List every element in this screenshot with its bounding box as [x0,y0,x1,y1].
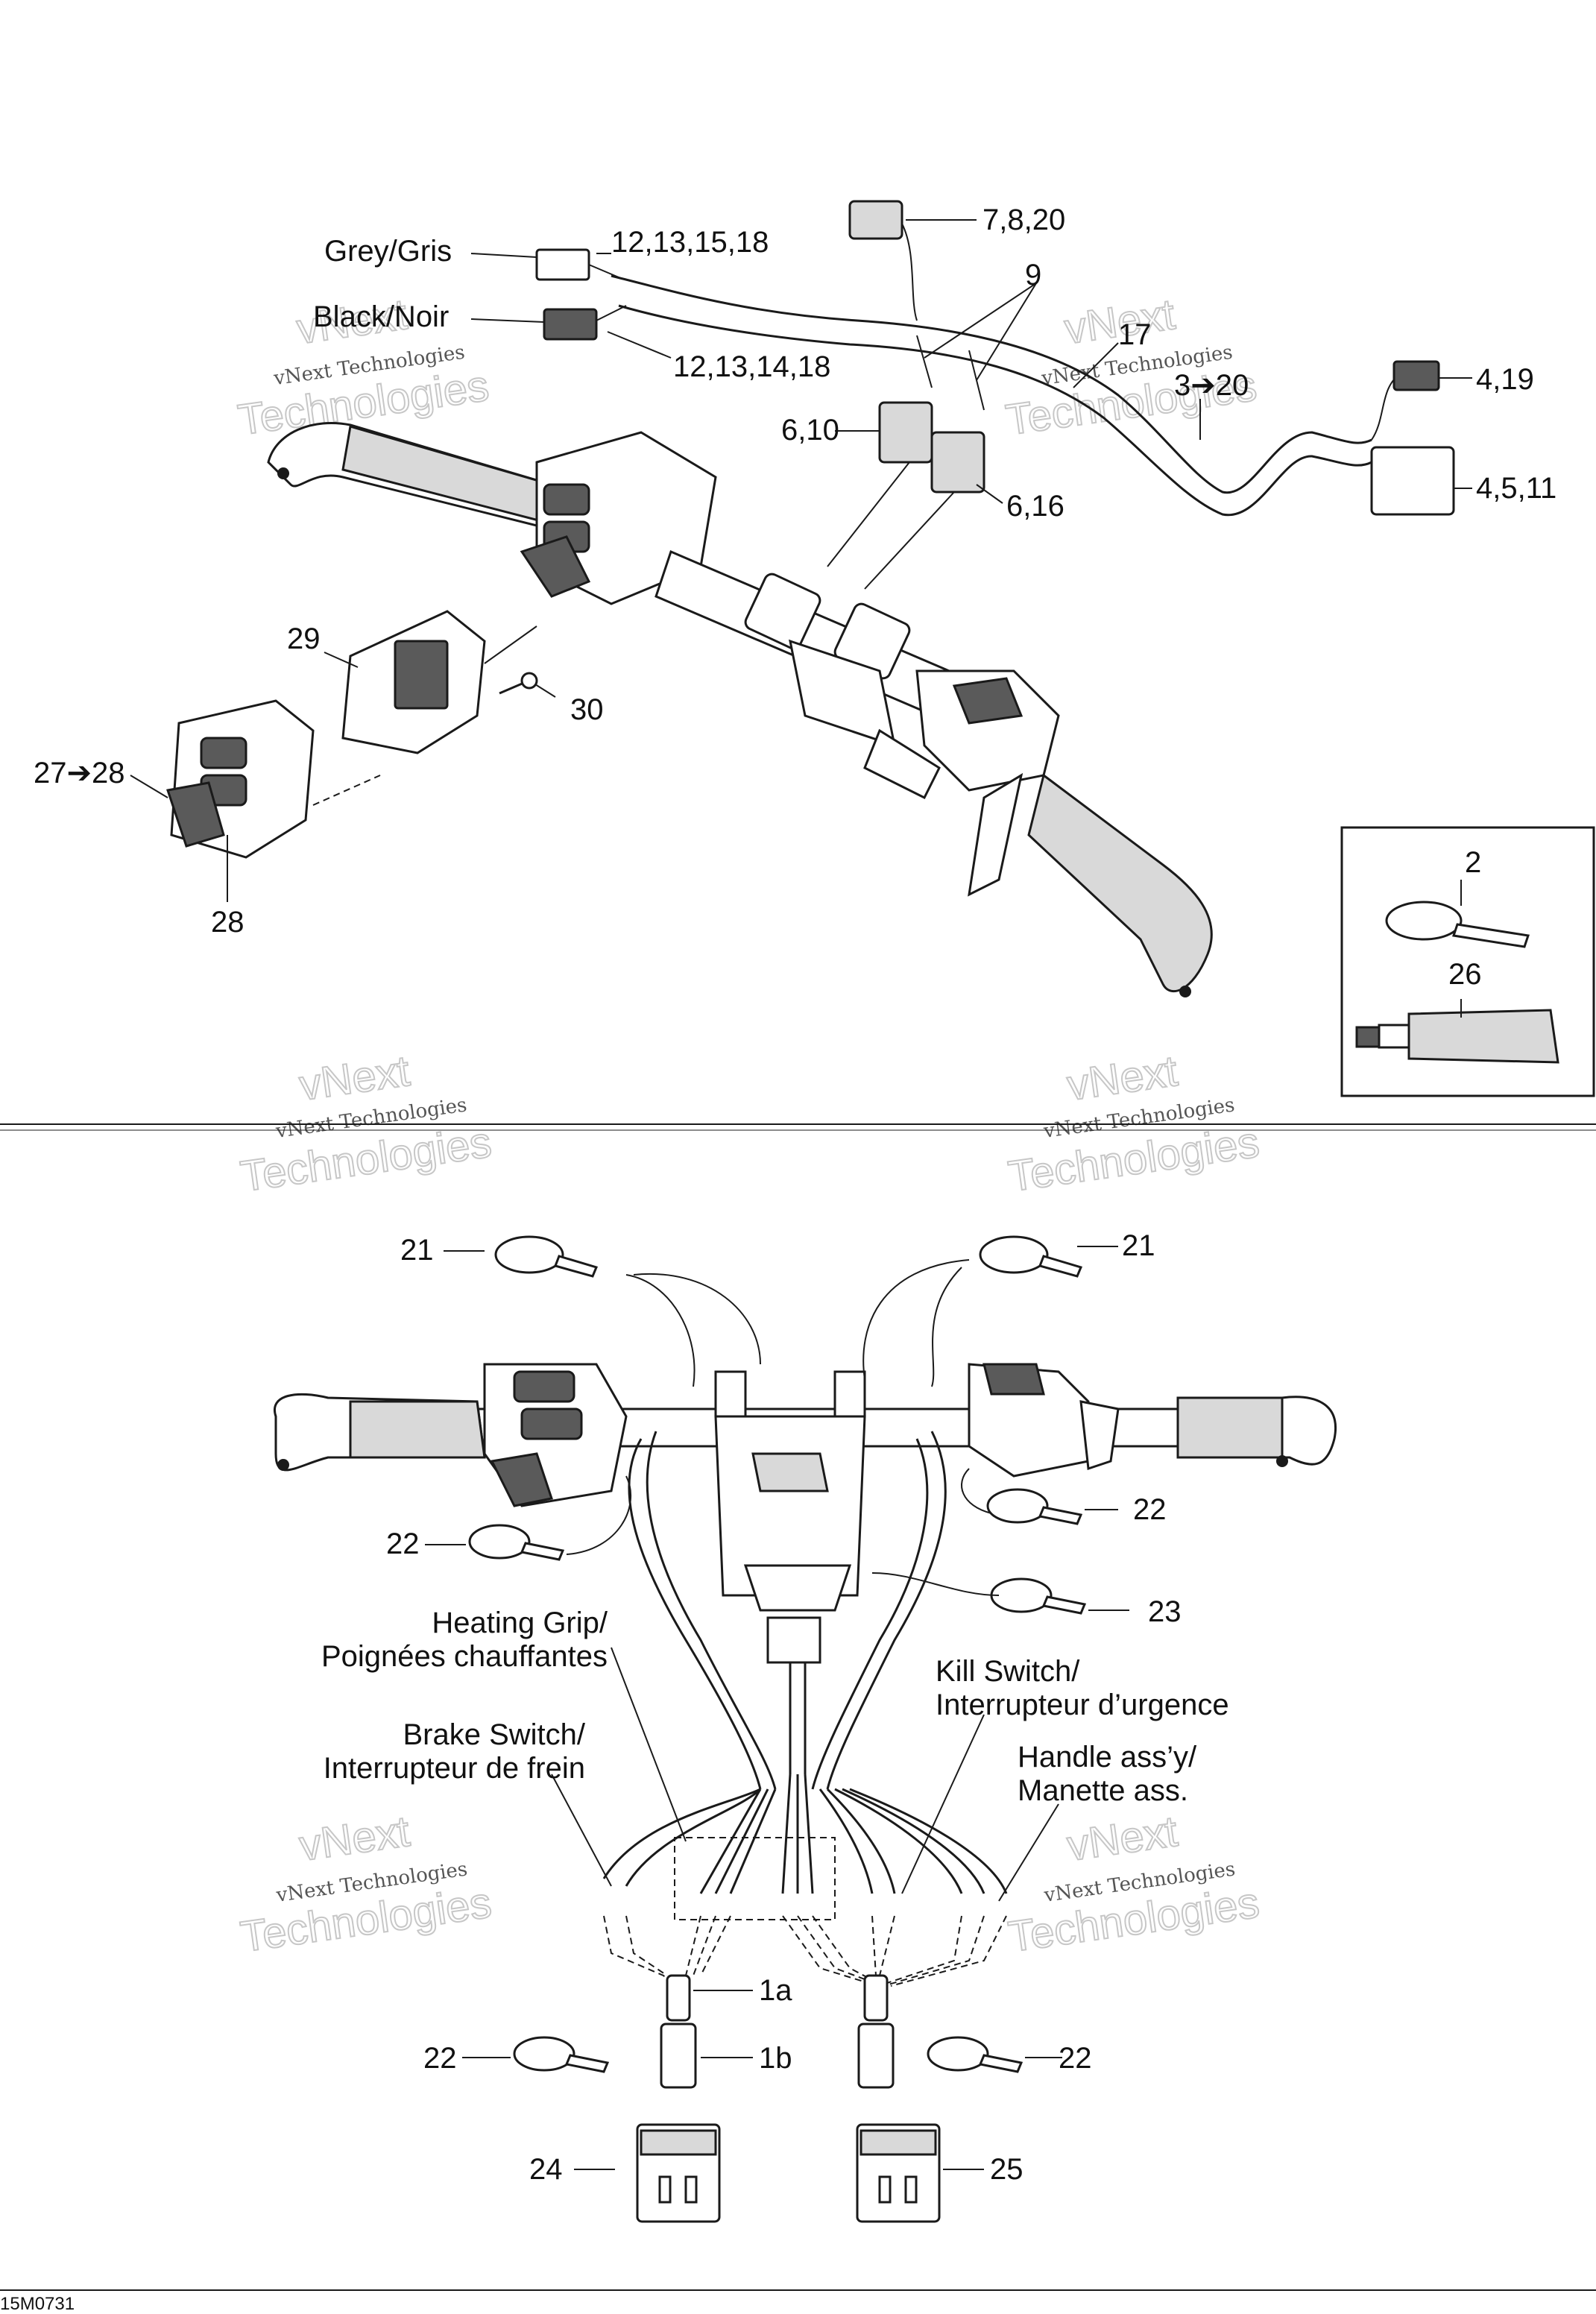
wiring-harness [535,200,1455,590]
callout-24: 24 [529,2153,563,2186]
dashed-leads [603,1915,1007,1987]
cable-tie-22-upper-right [961,1468,1083,1525]
connector-6-10 [878,401,933,464]
callout-12-13-14-18: 12,13,14,18 [673,350,830,383]
callout-28: 28 [211,906,245,939]
wire-ends [602,1774,1008,1920]
callout-25: 25 [990,2153,1023,2186]
label-heating-grip-fr: Poignées chauffantes [321,1640,608,1673]
label-brake-switch-fr: Interrupteur de frein [324,1752,585,1785]
callout-26: 26 [1448,958,1482,991]
svg-text:vNext: vNext [1064,1047,1181,1110]
cable-tie-22-lower-right [927,2036,1023,2073]
callout-22-upper-left: 22 [386,1528,420,1560]
label-handle-assy-fr: Manette ass. [1018,1774,1188,1807]
callout-1a: 1a [759,1974,792,2007]
callout-6-16: 6,16 [1006,490,1064,523]
label-brake-switch-en: Brake Switch/ [403,1718,585,1751]
cable-tie-23 [871,1572,1087,1615]
callout-29: 29 [287,622,321,655]
module-4-5-11 [1370,446,1455,516]
callout-23: 23 [1148,1595,1182,1628]
callout-7-8-20: 7,8,20 [982,204,1065,236]
grease-tube-26 [1355,1009,1559,1064]
connector-4-19 [1392,360,1440,391]
watermark-middle-left: vNext vNext Technologies Technologies [237,1046,495,1202]
cable-tie-21-left [494,1235,761,1387]
callout-30: 30 [570,693,604,726]
screw-30 [499,672,538,695]
callout-leaders [130,219,1472,2170]
label-black: Black/Noir [313,300,449,333]
callout-4-5-11: 4,5,11 [1476,472,1556,505]
watermark-bottom-right: vNext vNext Technologies Technologies [1005,1806,1263,1962]
svg-text:vNext: vNext [297,1807,413,1870]
label-handle-assy-en: Handle ass’y/ [1018,1741,1197,1774]
handlebar-assembly-top [267,421,1213,997]
cable-tie-22-lower-left [513,2036,610,2073]
svg-text:vNext: vNext [1064,1807,1181,1870]
connector-24 [636,2123,721,2223]
splice-right [857,1974,895,2089]
label-kill-switch-fr: Interrupteur d’urgence [936,1689,1229,1721]
callout-17: 17 [1118,318,1152,351]
label-grey: Grey/Gris [324,235,452,268]
callout-27-28: 27➔28 [34,757,125,789]
callout-21-right: 21 [1122,1229,1155,1262]
splice-left [660,1974,697,2089]
handlebar-assembly-bottom [273,1363,1337,1790]
watermark-middle-right: vNext vNext Technologies Technologies [1005,1046,1263,1202]
label-kill-switch-en: Kill Switch/ [936,1655,1080,1688]
watermark-top-right: vNext vNext Technologies Technologies [1002,289,1260,445]
callout-2: 2 [1465,846,1481,879]
figure-reference: 15M0731 [0,2294,75,2314]
switch-cover-29 [341,610,537,754]
svg-text:vNext: vNext [297,1047,413,1110]
callout-21-left: 21 [400,1234,434,1267]
callout-3-20: 3➔20 [1174,369,1249,402]
callout-22-lower-right: 22 [1059,2042,1092,2075]
cable-tie-22-upper-left [468,1475,632,1561]
connector-6-16 [930,431,985,494]
connector-black [543,308,598,341]
inset-box [1340,826,1595,1097]
watermark-bottom-left: vNext vNext Technologies Technologies [237,1806,495,1962]
callout-9: 9 [1025,259,1041,291]
callout-22-lower-left: 22 [423,2042,457,2075]
switch-27-28 [166,699,381,859]
callout-1b: 1b [759,2042,792,2075]
callout-6-10: 6,10 [781,414,839,447]
callout-12-13-15-18: 12,13,15,18 [611,226,769,259]
callout-22-upper-right: 22 [1133,1493,1167,1526]
connector-25 [856,2123,941,2223]
cable-tie-21-right [862,1235,1083,1387]
connector-grey [535,248,590,281]
connector-7-8-20 [848,200,903,240]
label-heating-grip-en: Heating Grip/ [432,1607,608,1639]
callout-4-19: 4,19 [1476,363,1534,396]
cable-tie-2 [1385,901,1530,948]
